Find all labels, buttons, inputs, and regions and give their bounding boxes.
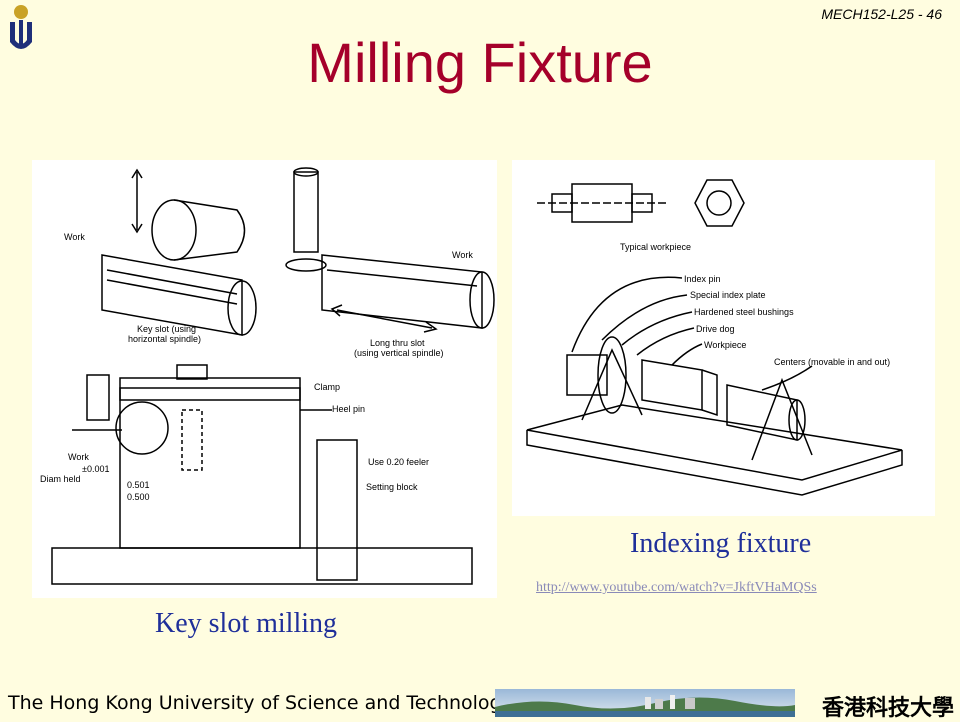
indexing-fixture-caption: Indexing fixture (630, 528, 812, 559)
key-slot-caption: Key slot milling (155, 608, 337, 639)
key-slot-label: Key slot (using (137, 324, 196, 334)
diam-held-label: Diam held (40, 474, 81, 484)
typical-workpiece-label: Typical workpiece (620, 242, 691, 252)
tolerance-label: ±0.001 (82, 464, 109, 474)
dimension-label: 0.500 (127, 492, 150, 502)
page-title: Milling Fixture (307, 31, 653, 94)
youtube-link[interactable]: http://www.youtube.com/watch?v=JkftVHaMQ… (536, 580, 817, 595)
chinese-university-name: 香港科技大學 (821, 696, 954, 721)
campus-panorama-image (495, 689, 795, 717)
long-thru-label: (using vertical spindle) (354, 348, 444, 358)
work-label: Work (452, 250, 473, 260)
indexing-fixture-figure: Typical workpiece Index pin Special inde… (512, 160, 935, 516)
heel-pin-label: Heel pin (332, 404, 365, 414)
key-slot-label: horizontal spindle) (128, 334, 201, 344)
setting-block-label: Setting block (366, 482, 418, 492)
dimension-label: 0.501 (127, 480, 150, 490)
key-slot-drawing: Work Work Key slot (using horizontal spi… (40, 167, 495, 585)
feeler-label: Use 0.20 feeler (368, 457, 429, 467)
key-slot-milling-figure: Work Work Key slot (using horizontal spi… (32, 160, 497, 598)
clamp-label: Clamp (314, 382, 340, 392)
bushings-label: Hardened steel bushings (694, 307, 794, 317)
work-label: Work (68, 452, 89, 462)
centers-label: Centers (movable in and out) (774, 357, 890, 367)
drive-dog-label: Drive dog (696, 324, 735, 334)
university-name: The Hong Kong University of Science and … (8, 692, 513, 714)
work-label: Work (64, 232, 85, 242)
workpiece-label: Workpiece (704, 340, 746, 350)
course-code: MECH152-L25 - 46 (821, 6, 942, 22)
hkust-logo-icon (10, 5, 32, 49)
index-plate-label: Special index plate (690, 290, 766, 300)
indexing-fixture-drawing: Typical workpiece Index pin Special inde… (526, 179, 903, 496)
long-thru-label: Long thru slot (370, 338, 425, 348)
index-pin-label: Index pin (684, 274, 721, 284)
